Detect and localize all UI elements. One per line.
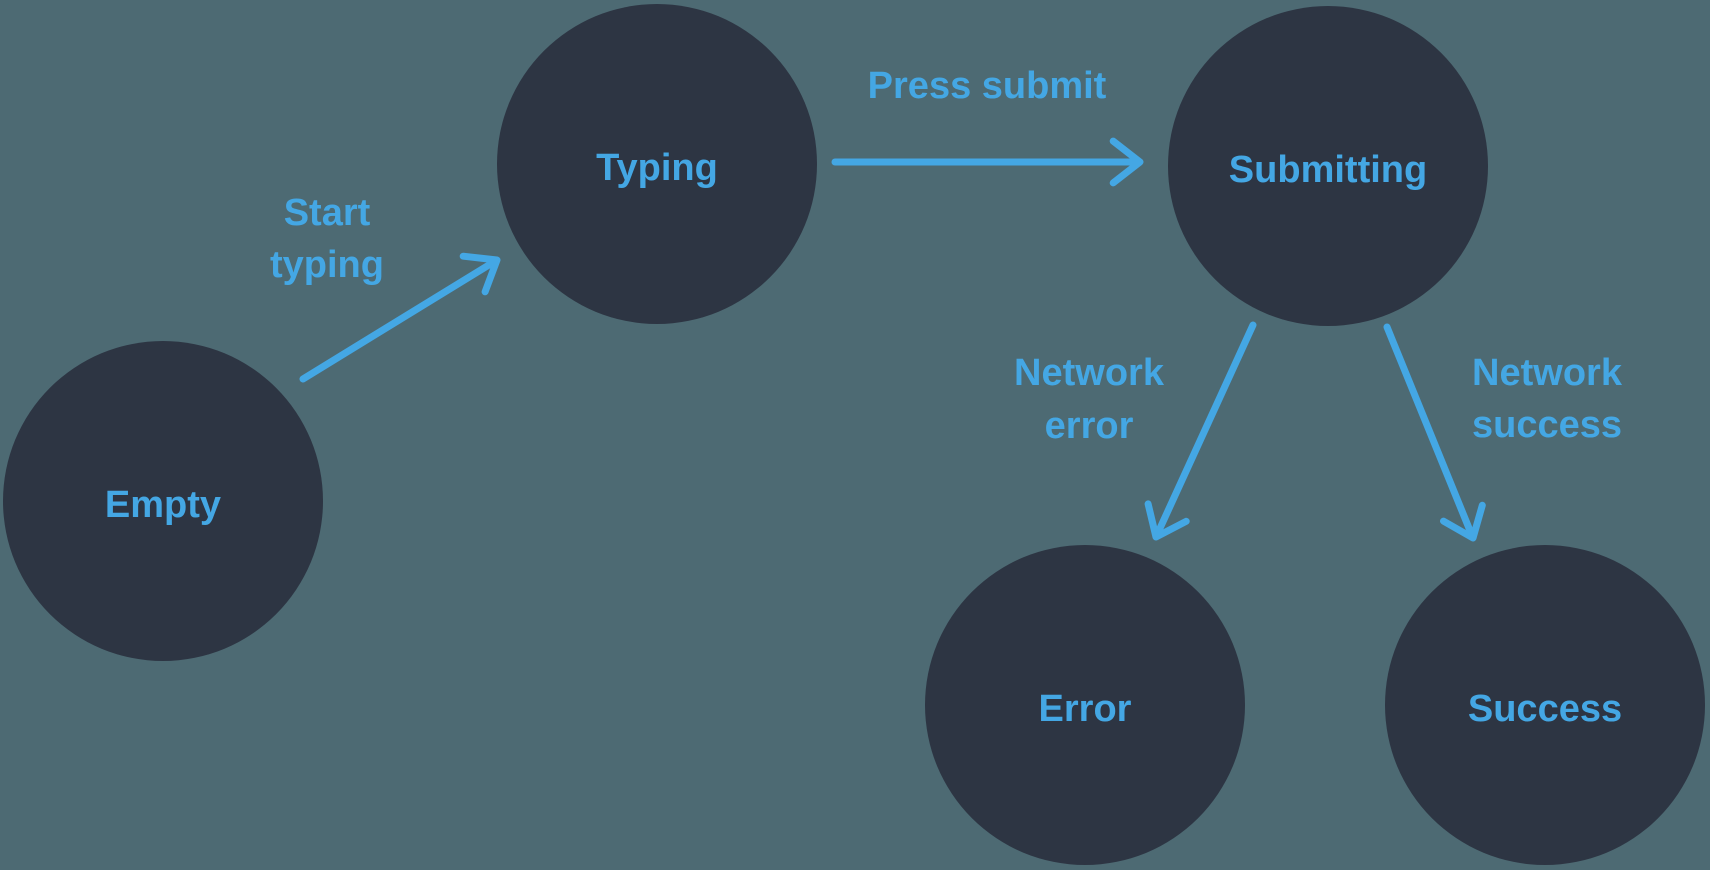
arrowhead-icon-press-submit — [1109, 137, 1144, 187]
state-node-success — [1385, 545, 1705, 865]
state-label-error: Error — [1039, 688, 1132, 730]
state-node-typing — [497, 4, 817, 324]
transition-start-typing: Start typing — [270, 192, 501, 383]
arrowhead-icon-start-typing — [459, 252, 501, 296]
transition-label-network-success-line2: success — [1472, 404, 1622, 446]
transition-label-start-typing-line2: typing — [270, 244, 384, 286]
state-typing: Typing — [497, 4, 817, 324]
transition-label-network-error-line2: error — [1045, 405, 1134, 447]
transition-network-success: Network success — [1383, 323, 1623, 542]
transition-line-start-typing — [299, 259, 497, 383]
state-node-error — [925, 545, 1245, 865]
transition-label-network-error-line1: Network — [1014, 352, 1165, 394]
transition-press-submit: Press submit — [831, 65, 1144, 187]
state-label-empty: Empty — [105, 484, 221, 526]
arrowhead-icon-network-error — [1144, 500, 1190, 541]
transition-line-network-error — [1154, 321, 1257, 536]
transition-label-press-submit: Press submit — [868, 65, 1107, 107]
state-error: Error — [925, 545, 1245, 865]
transition-line-network-success — [1383, 323, 1475, 537]
transition-label-network-success-line1: Network — [1472, 352, 1623, 394]
state-label-typing: Typing — [596, 147, 718, 189]
arrowhead-icon-network-success — [1440, 501, 1486, 542]
state-label-submitting: Submitting — [1229, 149, 1427, 191]
state-node-submitting — [1168, 6, 1488, 326]
transition-network-error: Network error — [1014, 321, 1257, 541]
transition-label-start-typing-line1: Start — [284, 192, 371, 234]
state-node-empty — [3, 341, 323, 661]
state-empty: Empty — [3, 341, 323, 661]
state-success: Success — [1385, 545, 1705, 865]
state-submitting: Submitting — [1168, 6, 1488, 326]
state-label-success: Success — [1468, 688, 1622, 730]
